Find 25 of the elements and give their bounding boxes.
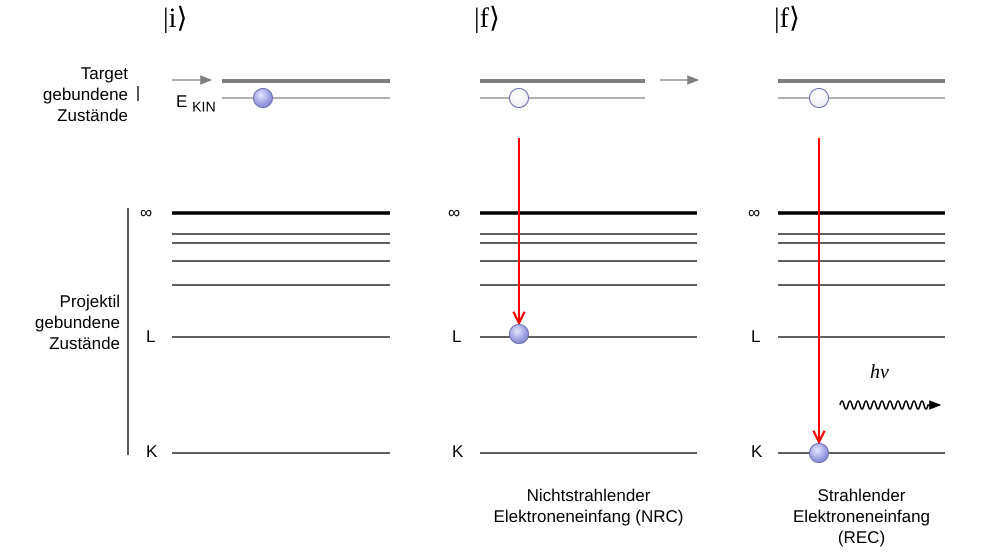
ket-label: |i⟩ <box>163 4 188 34</box>
level-label: L <box>751 326 762 347</box>
empty-electron-state <box>809 88 829 108</box>
side-label: Target gebundene Zustände <box>42 63 128 126</box>
caption-text: Strahlender Elektroneneinfang (REC) <box>792 485 932 548</box>
level-label: ∞ <box>140 202 154 223</box>
side-label: Projektil gebundene Zustände <box>34 291 120 354</box>
level-label: ∞ <box>748 202 762 223</box>
caption-text: Nichtstrahlender Elektroneneinfang (NRC) <box>492 485 684 527</box>
electron <box>509 324 529 344</box>
level-label: ∞ <box>448 202 462 223</box>
level-label: L <box>146 326 156 347</box>
arrow <box>812 138 826 444</box>
ket-label: |f⟩ <box>474 4 501 34</box>
ket-label: |f⟩ <box>774 4 801 34</box>
energy-label: E $_{KIN}$ <box>176 91 217 118</box>
level-label: K <box>452 441 464 462</box>
level-label: K <box>751 441 764 462</box>
electron <box>809 443 829 463</box>
arrow <box>512 138 526 324</box>
electron <box>253 88 273 108</box>
level-label: L <box>452 326 462 347</box>
level-label: K <box>146 441 158 462</box>
empty-electron-state <box>509 88 529 108</box>
photon-label: hν <box>870 362 890 383</box>
